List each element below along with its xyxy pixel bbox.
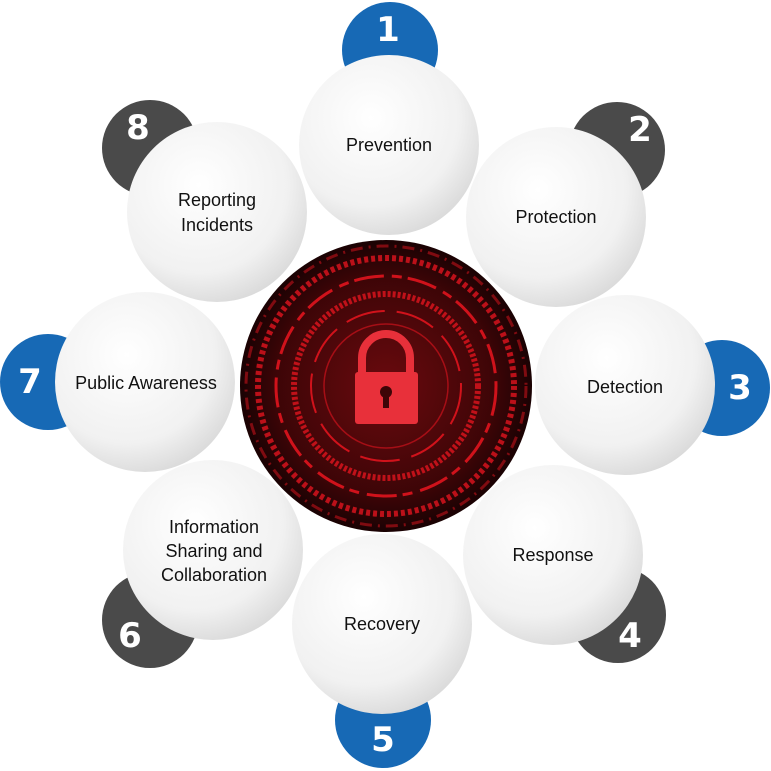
step-label-line: Response [512, 545, 593, 565]
padlock-icon [355, 330, 418, 424]
step-label-line: Information [169, 517, 259, 537]
step-circles: Prevention Protection Detection Response… [55, 55, 715, 714]
step-label-line: Recovery [344, 614, 420, 634]
step-1-prevention: Prevention [299, 55, 479, 235]
step-2-protection: Protection [466, 127, 646, 307]
svg-text:Prevention: Prevention [346, 135, 432, 155]
svg-text:Recovery: Recovery [344, 614, 420, 634]
step-label-line: Public Awareness [75, 373, 217, 393]
step-number-7: 7 [18, 362, 42, 402]
step-label-line: Prevention [346, 135, 432, 155]
step-label-line: Collaboration [161, 565, 267, 585]
step-number-5: 5 [371, 720, 395, 760]
step-4-response: Response [463, 465, 643, 645]
step-label-line: Sharing and [165, 541, 262, 561]
step-7-public-awareness: Public Awareness [55, 292, 235, 472]
svg-text:Public Awareness: Public Awareness [75, 373, 217, 393]
step-5-recovery: Recovery [292, 534, 472, 714]
svg-text:Detection: Detection [587, 377, 663, 397]
step-3-detection: Detection [535, 295, 715, 475]
step-number-1: 1 [376, 10, 400, 50]
center-lock-image [240, 240, 532, 532]
step-label-line: Protection [515, 207, 596, 227]
step-label-line: Incidents [181, 215, 253, 235]
step-label-line: Detection [587, 377, 663, 397]
step-number-4: 4 [618, 616, 642, 656]
step-label-line: Reporting [178, 190, 256, 210]
svg-text:Response: Response [512, 545, 593, 565]
svg-text:Protection: Protection [515, 207, 596, 227]
step-number-8: 8 [126, 108, 150, 148]
step-number-3: 3 [728, 368, 752, 408]
step-number-6: 6 [118, 616, 142, 656]
step-number-2: 2 [628, 110, 652, 150]
